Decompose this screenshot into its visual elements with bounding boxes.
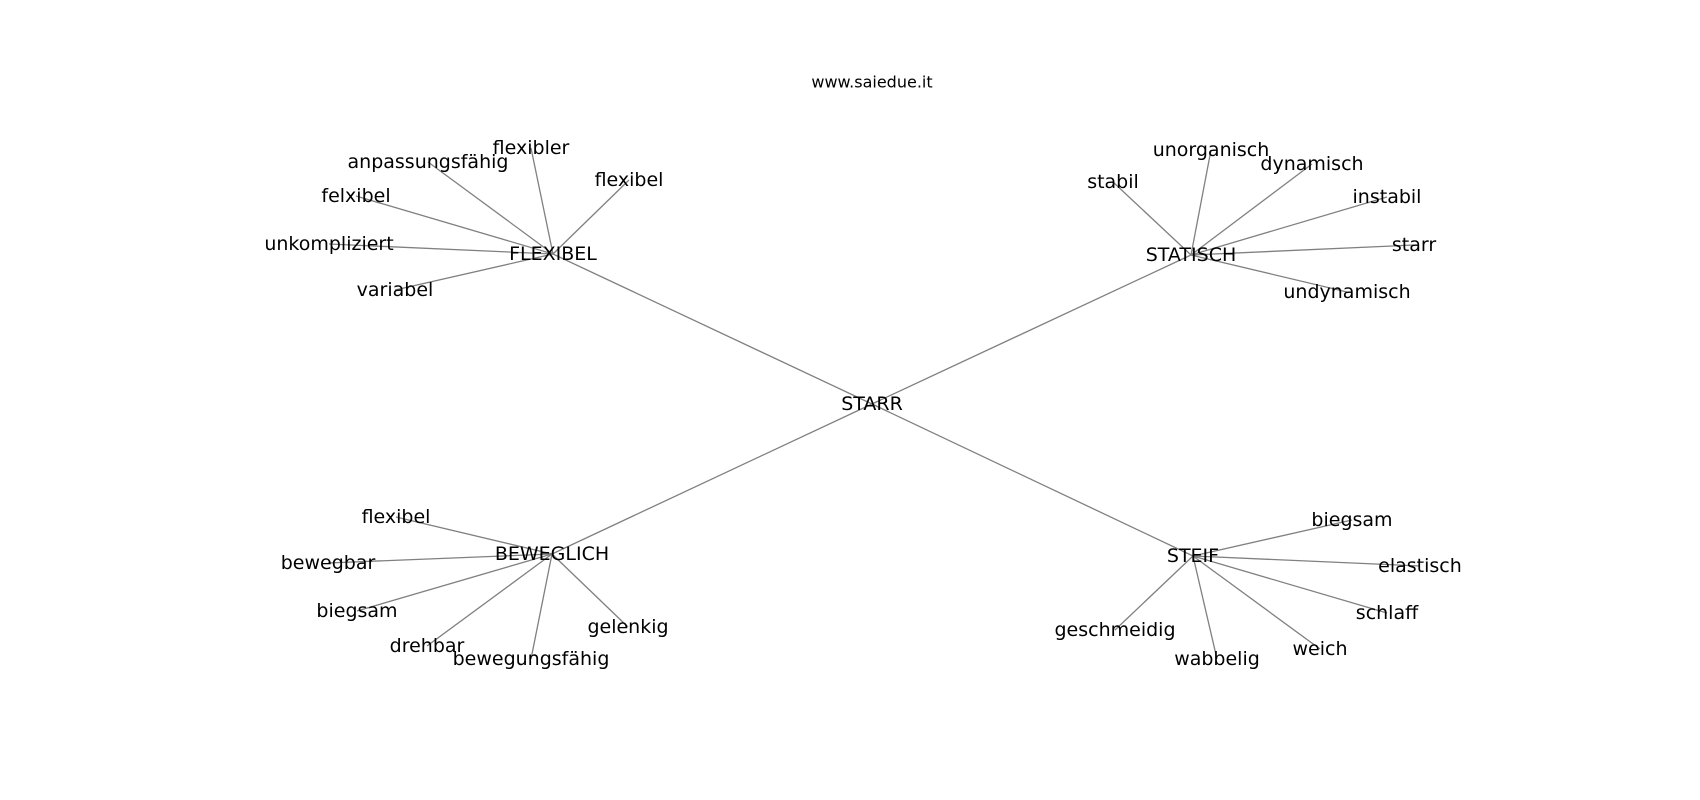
hub-node: STATISCH [1146, 244, 1237, 266]
edge-hub-to-leaf [1190, 196, 1388, 256]
edges [327, 147, 1421, 660]
leaf-node: dynamisch [1260, 153, 1363, 175]
edge-hub-to-leaf [1192, 555, 1421, 567]
edge-hub-to-leaf [1192, 555, 1321, 650]
edge-center-to-hub [871, 254, 1192, 405]
edge-hub-to-leaf [356, 553, 553, 612]
edge-hub-to-leaf [1190, 244, 1415, 256]
hub-node: STEIF [1167, 545, 1219, 567]
edge-hub-to-leaf [427, 161, 554, 255]
edge-hub-to-leaf [426, 553, 553, 647]
site-title: www.saiedue.it [811, 73, 932, 92]
leaf-node: variabel [357, 279, 434, 301]
edge-hub-to-leaf [327, 553, 553, 564]
leaf-node: unorganisch [1153, 139, 1270, 161]
leaf-node: biegsam [316, 600, 397, 622]
hub-node: FLEXIBEL [509, 243, 597, 265]
node-labels: STARR FLEXIBEL flexibel flexibleranpassungs… [264, 137, 1462, 670]
leaf-node: instabil [1353, 186, 1422, 208]
edge-hub-to-leaf [552, 179, 630, 255]
leaf-node: flexibel [362, 506, 431, 528]
leaf-node: weich [1293, 638, 1348, 660]
leaf-node: anpassungsfähig [348, 151, 509, 173]
edge-hub-to-leaf [551, 553, 629, 628]
edge-hub-to-leaf [355, 195, 554, 255]
hub-node: BEWEGLICH [495, 543, 609, 565]
leaf-node: stabil [1087, 171, 1139, 193]
leaf-node: wabbelig [1174, 648, 1260, 670]
edge-hub-to-leaf [394, 253, 554, 291]
leaf-node: flexibler [493, 137, 570, 159]
leaf-node: flexibel [595, 169, 664, 191]
edge-hub-to-leaf [530, 553, 553, 660]
leaf-node: schlaff [1356, 602, 1419, 624]
leaf-node: starr [1392, 234, 1436, 256]
edge-hub-to-leaf [1114, 555, 1194, 631]
edge-hub-to-leaf [328, 243, 554, 255]
edge-hub-to-leaf [1112, 181, 1192, 256]
edge-hub-to-leaf [1190, 254, 1348, 293]
leaf-node: geschmeidig [1054, 619, 1175, 641]
leaf-node: elastisch [1378, 555, 1462, 577]
leaf-node: drehbar [390, 635, 465, 657]
edge-hub-to-leaf [530, 147, 554, 255]
edge-hub-to-leaf [1190, 163, 1313, 256]
center-node: STARR [841, 393, 903, 415]
leaf-node: undynamisch [1283, 281, 1410, 303]
edge-hub-to-leaf [1192, 555, 1218, 660]
leaf-node: felxibel [321, 185, 390, 207]
edge-hub-to-leaf [1190, 149, 1212, 256]
edge-hub-to-leaf [395, 516, 553, 555]
edge-hub-to-leaf [1192, 555, 1388, 614]
leaf-node: biegsam [1311, 509, 1392, 531]
edge-center-to-hub [551, 403, 873, 555]
leaf-node: bewegungsfähig [453, 648, 610, 670]
leaf-node: unkompliziert [264, 233, 393, 255]
edge-center-to-hub [552, 253, 873, 405]
edge-center-to-hub [871, 403, 1194, 557]
leaf-node: bewegbar [281, 552, 376, 574]
leaf-node: gelenkig [587, 616, 668, 638]
edge-hub-to-leaf [1192, 519, 1353, 557]
